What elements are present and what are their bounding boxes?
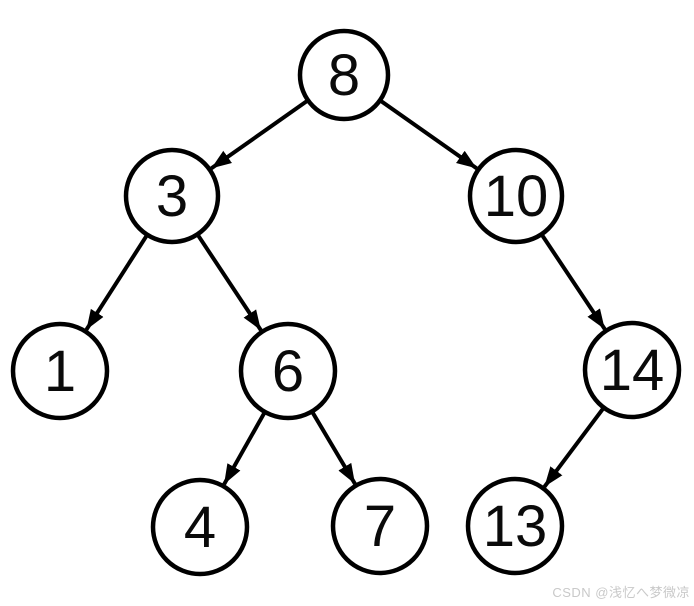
node-circle-6	[238, 321, 338, 421]
tree-node-1: 1	[10, 321, 110, 421]
node-circle-14	[582, 320, 682, 420]
node-circle-8	[297, 28, 391, 122]
edges-layer	[84, 99, 607, 488]
edge-14-13	[542, 407, 605, 488]
tree-node-7: 7	[330, 476, 430, 576]
node-label-8: 8	[328, 43, 360, 108]
node-label-7: 7	[364, 494, 396, 559]
node-circle-3	[123, 147, 221, 245]
tree-node-4: 4	[150, 477, 250, 577]
node-label-1: 1	[44, 339, 76, 404]
edge-3-6	[196, 234, 263, 332]
edge-8-10	[379, 99, 478, 171]
node-label-3: 3	[156, 164, 188, 229]
node-circle-7	[330, 476, 430, 576]
edge-6-4	[222, 411, 267, 486]
watermark: CSDN @浅忆へ梦微凉	[552, 585, 690, 600]
tree-node-8: 8	[297, 28, 391, 122]
tree-node-13: 13	[465, 476, 565, 576]
node-label-6: 6	[272, 339, 304, 404]
node-label-14: 14	[600, 338, 665, 403]
tree-node-3: 3	[123, 147, 221, 245]
nodes-layer: 8 3 10 1 6 14 4 7 13	[10, 28, 682, 577]
node-circle-1	[10, 321, 110, 421]
node-circle-4	[150, 477, 250, 577]
node-circle-10	[467, 147, 565, 245]
node-label-13: 13	[483, 494, 548, 559]
edge-10-14	[540, 233, 607, 331]
tree-node-14: 14	[582, 320, 682, 420]
node-circle-13	[465, 476, 565, 576]
tree-node-6: 6	[238, 321, 338, 421]
edge-8-3	[210, 99, 309, 171]
tree-node-10: 10	[467, 147, 565, 245]
node-label-10: 10	[484, 164, 549, 229]
edge-3-1	[84, 234, 149, 331]
edge-6-7	[310, 411, 357, 485]
node-label-4: 4	[184, 495, 216, 560]
